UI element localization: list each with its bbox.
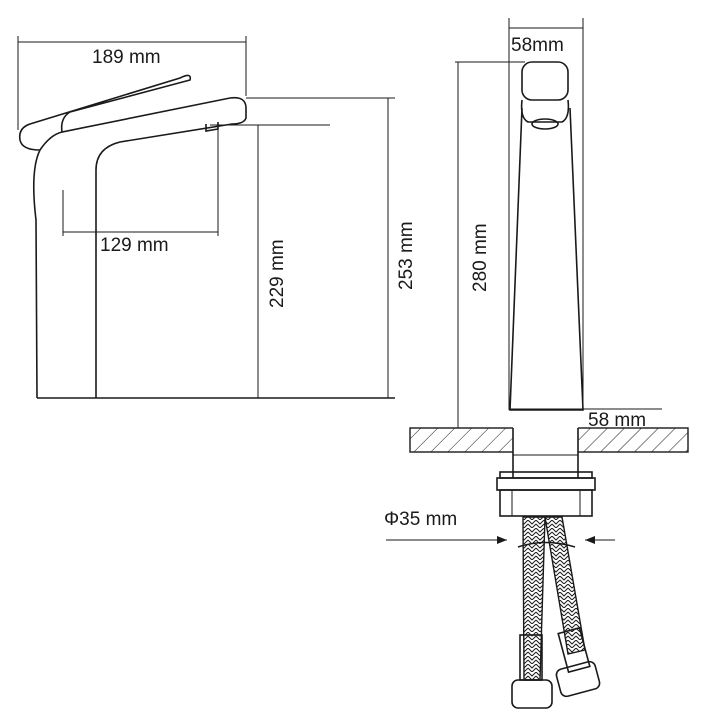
label-total-height: 253 mm (396, 221, 417, 290)
side-view: 189 mm 129 mm 229 mm 253 mm (17, 36, 417, 399)
nut-body (499, 489, 593, 517)
break-mark (517, 541, 576, 548)
hex-nut-right (555, 660, 601, 698)
label-base-width: 58 mm (588, 410, 646, 431)
label-spout-reach: 129 mm (100, 235, 169, 256)
hex-nut-left (511, 679, 553, 709)
nut (496, 477, 596, 491)
hose-right (544, 516, 586, 655)
label-front-height: 280 mm (470, 223, 491, 292)
faucet-side-outline (18, 74, 247, 399)
countertop-hole (513, 426, 578, 454)
aerator-front (531, 118, 559, 130)
front-view: 58mm 280 mm 58 mm Φ35 mm (384, 18, 689, 709)
label-spout-height: 229 mm (267, 239, 288, 308)
label-hole-diameter: Φ35 mm (384, 509, 457, 530)
label-spout-length: 189 mm (92, 47, 161, 68)
lever-front (521, 61, 569, 101)
label-front-top-width: 58mm (511, 35, 564, 56)
hose-fitting-right (557, 626, 591, 674)
body-front (509, 107, 584, 411)
